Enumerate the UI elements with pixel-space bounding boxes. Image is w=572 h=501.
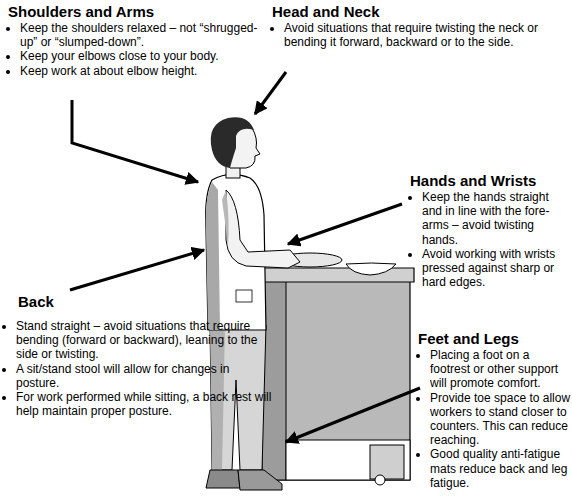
bullet-text: Avoid working with wrists pressed agains… [422,247,572,290]
arm [226,190,300,268]
callout-group: Head and NeckAvoid situations that requi… [272,3,568,49]
leader-line [70,250,204,290]
bullet-text: A sit/stand stool will allow for changes… [16,362,276,390]
callout-heading: Back [4,293,276,310]
bowl [346,263,396,275]
bullet-text: Keep work at about elbow height. [20,64,260,78]
leader-line [255,72,286,114]
callout-heading: Head and Neck [272,3,568,20]
leader-line [288,204,402,244]
callout-group: BackStand straight – avoid situations th… [4,293,276,418]
callout-group: Feet and LegsPlacing a foot on a footres… [418,330,572,490]
bullet-text: Placing a foot on a footrest or other su… [430,348,572,391]
bullet-list: Placing a foot on a footrest or other su… [418,348,572,490]
counter-top [256,268,414,282]
bullet-list: Avoid situations that require twisting t… [272,21,568,49]
callout-heading: Feet and Legs [418,330,572,347]
bullet-text: For work performed while sitting, a back… [16,390,276,418]
bullet-text: Keep the shoulders relaxed – not “shrugg… [20,21,260,49]
bullet-text: Stand straight – avoid situations that r… [16,319,276,362]
shirt-shade [206,182,220,330]
footrest-wheel [375,475,385,485]
shoe [238,470,282,490]
bullet-list: Keep the shoulders relaxed – not “shrugg… [8,21,260,78]
leader-line [286,388,420,442]
counter-body [262,278,410,480]
footrest [370,445,404,479]
bullet-text: Provide toe space to allow workers to st… [430,391,572,448]
shoe [206,470,240,488]
bullet-text: Keep the hands straight and in line with… [422,190,572,247]
callout-heading: Hands and Wrists [410,172,572,189]
bullet-list: Keep the hands straight and in line with… [410,190,572,289]
bullet-text: Avoid situations that require twisting t… [284,21,568,49]
hair [211,117,254,168]
bullet-list: Stand straight – avoid situations that r… [4,319,276,418]
leader-line [72,100,198,182]
toe-space [286,440,410,480]
callout-heading: Shoulders and Arms [8,3,260,20]
bullet-text: Good quality anti-fatigue mats reduce ba… [430,447,572,490]
callout-group: Hands and WristsKeep the hands straight … [410,172,572,289]
arm-shade [222,190,229,248]
pocket [236,290,252,302]
callout-group: Shoulders and ArmsKeep the shoulders rel… [8,3,260,78]
bullet-text: Keep your elbows close to your body. [20,49,260,63]
